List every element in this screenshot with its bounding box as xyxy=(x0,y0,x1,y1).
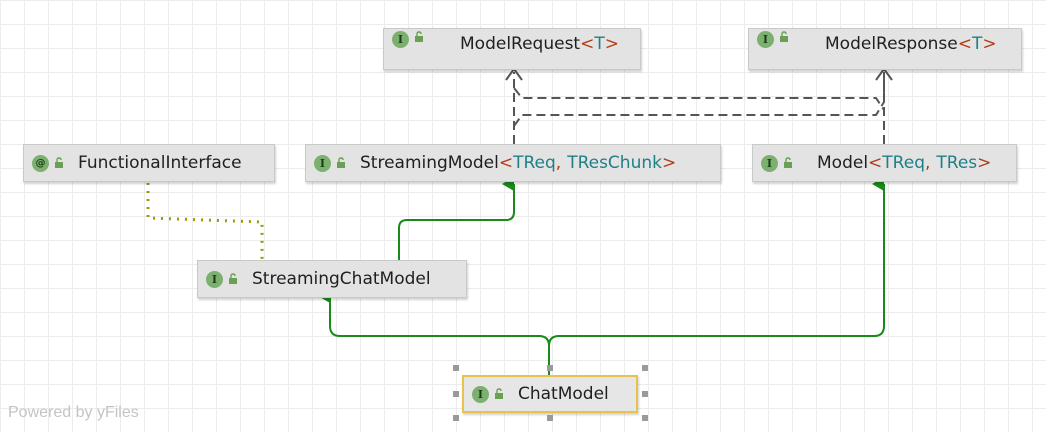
annotation-icon: @ xyxy=(32,154,49,172)
node-label: FunctionalInterface xyxy=(78,153,242,173)
node-model-response[interactable]: I ModelResponse<T> xyxy=(748,28,1022,70)
edge-streamingmodel-modelresponse xyxy=(513,72,885,127)
node-functional-interface[interactable]: @ FunctionalInterface xyxy=(23,144,275,182)
node-chat-model[interactable]: I ChatModel xyxy=(462,375,638,413)
resize-handle-e[interactable] xyxy=(642,391,648,397)
node-label: Model<TReq,TRes> xyxy=(817,153,992,173)
interface-icon: I xyxy=(761,154,778,172)
interface-icon: I xyxy=(757,31,774,48)
node-label: ModelRequest<T> xyxy=(460,34,619,54)
interface-icon: I xyxy=(314,154,331,172)
node-model-request[interactable]: I ModelRequest<T> xyxy=(383,28,641,70)
arrowhead-modelrequest xyxy=(505,67,523,81)
resize-handle-nw[interactable] xyxy=(453,365,459,371)
interface-icon: I xyxy=(392,31,409,48)
interface-icon: I xyxy=(206,270,223,288)
unlock-icon xyxy=(337,157,345,168)
watermark: Powered by yFiles xyxy=(8,404,139,421)
resize-handle-s[interactable] xyxy=(547,415,553,421)
unlock-icon xyxy=(55,157,63,168)
edge-chatmodel-model xyxy=(548,177,885,347)
resize-handle-sw[interactable] xyxy=(453,415,459,421)
unlock-icon xyxy=(780,31,788,42)
node-label: StreamingChatModel xyxy=(252,269,431,289)
node-streaming-chat-model[interactable]: I StreamingChatModel xyxy=(197,260,467,298)
resize-handle-n[interactable] xyxy=(547,365,553,371)
unlock-icon xyxy=(784,157,792,168)
edge-chatmodel-streamingchatmodel xyxy=(318,289,550,375)
node-label: ModelResponse<T> xyxy=(825,34,997,54)
node-model[interactable]: I Model<TReq,TRes> xyxy=(752,144,1017,182)
resize-handle-se[interactable] xyxy=(642,415,648,421)
node-label: ChatModel xyxy=(518,384,609,404)
unlock-icon xyxy=(495,388,503,399)
resize-handle-w[interactable] xyxy=(453,391,459,397)
node-streaming-model[interactable]: I StreamingModel<TReq,TResChunk> xyxy=(305,144,721,182)
edge-streamingchatmodel-functionalinterface xyxy=(146,183,264,260)
node-label: StreamingModel<TReq,TResChunk> xyxy=(360,153,677,173)
resize-handle-ne[interactable] xyxy=(642,365,648,371)
unlock-icon xyxy=(415,31,423,42)
unlock-icon xyxy=(229,273,237,284)
edge-streamingchatmodel-streamingmodel xyxy=(398,177,515,260)
interface-icon: I xyxy=(472,385,489,403)
